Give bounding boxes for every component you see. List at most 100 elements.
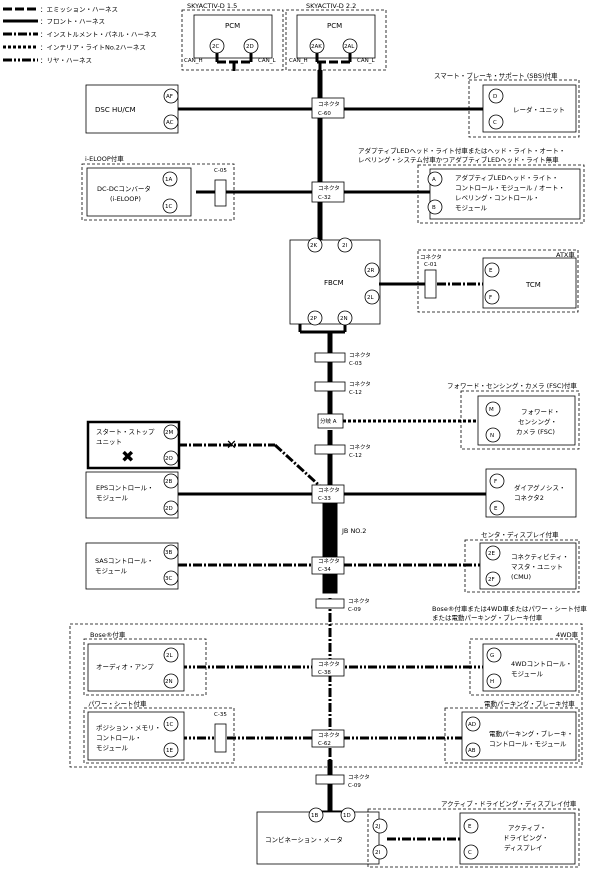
- connector-c09b: [315, 774, 345, 785]
- adisp-box: [459, 812, 576, 865]
- pcm1-title: SKYACTIV-D 1.5: [187, 2, 237, 10]
- label-tcm-pin1: E: [489, 268, 493, 274]
- label-diag-n2: コネクタ2: [514, 493, 544, 502]
- label-connector_label: コネクタ: [348, 773, 370, 781]
- label-fsc-pin2: N: [490, 433, 494, 439]
- connector-c33: [311, 484, 345, 504]
- label-cmu-n3: (CMU): [511, 573, 531, 581]
- pcm2-pin-l: 2AK: [311, 44, 322, 50]
- fbcm-box: [289, 239, 381, 325]
- label-sas-n2: モジュール: [95, 567, 128, 575]
- label-amp-pin2: 2N: [165, 679, 173, 685]
- label-meter-pin2: 1D: [343, 813, 351, 819]
- label-amp-pin1: 2L: [166, 653, 173, 659]
- label-awd-n1: 4WDコントロール・: [511, 660, 572, 668]
- meter-name: コンビネーション・メータ: [265, 835, 343, 844]
- label-meter-pin4: 2I: [375, 850, 380, 856]
- label-eps-pin1: 2B: [165, 479, 172, 485]
- sbs-title: スマート・ブレーキ・サポート (SBS)付車: [434, 71, 558, 80]
- connector-c35: [214, 723, 227, 753]
- row-c32: i-ELOOP付車 DC-DCコンバータ (i-ELOOP) 1A 1C C-0…: [81, 146, 585, 224]
- label-connectors-c32: C-32: [318, 195, 331, 201]
- label-fbcm-pin_rt: 2R: [367, 268, 374, 274]
- label-connector_label: コネクタ: [349, 443, 371, 451]
- label-led-n2: コントロール・モジュール / オート・: [455, 184, 565, 192]
- label-connector_label: コネクタ: [318, 557, 340, 565]
- pcm1-name: PCM: [225, 22, 240, 30]
- label-fsc-pin1: M: [489, 407, 494, 413]
- label-cmu-pin2: 2F: [488, 577, 495, 583]
- label-led-n4: モジュール: [455, 204, 488, 212]
- label-eps-n1: EPSコントロール・: [96, 484, 154, 492]
- epb-title: 電動パーキング・ブレーキ付車: [484, 699, 575, 708]
- row-meter: コネクタ C-09 コンビネーション・メータ 1B 1D 2J 2I アクティブ…: [256, 773, 580, 868]
- label-connector_label: コネクタ: [348, 597, 370, 605]
- connector-c01: [424, 269, 437, 299]
- connector-c03: [314, 352, 346, 363]
- label-connectors-c62: C-62: [318, 741, 331, 747]
- pcm2-can-h: CAN_H: [289, 58, 308, 64]
- legend: ：エミッション・ハーネス ：フロント・ハーネス ：インストルメント・パネル・ハー…: [3, 6, 157, 65]
- row-c33: EPSコントロール・ モジュール 2B 2D コネクタ C-33 F E ダイア…: [85, 468, 577, 535]
- label-sbs-pin1: D: [493, 94, 497, 100]
- label-seat-n1: ポジション・メモリ・: [96, 724, 161, 732]
- label-epb-pin2: AB: [468, 748, 476, 754]
- fsc-title: フォワード・センシング・カメラ (FSC)付車: [447, 381, 577, 390]
- label-connectors-c05: C-05: [214, 168, 227, 174]
- label-eloop-pin2: 1C: [165, 204, 172, 210]
- label-diag-pin2: E: [494, 506, 498, 512]
- label-seat-pin2: 1E: [166, 748, 173, 754]
- label-adisp-pin2: C: [468, 850, 472, 856]
- label-awd-pin2: H: [490, 679, 494, 685]
- rear-title-2: または電動パーキング・ブレーキ付車: [432, 613, 543, 622]
- label-fsc-n3: カメラ (FSC): [516, 428, 555, 436]
- label-tcm-pin2: F: [489, 295, 492, 301]
- label-eloop-pin1: 1A: [165, 177, 172, 183]
- label-awd-pin1: G: [490, 653, 494, 659]
- row-c38: Bose®付車 オーディオ・アンプ 2L 2N コネクタ C-38 4WD車 G…: [83, 630, 580, 696]
- legend-emission: ：エミッション・ハーネス: [40, 6, 118, 14]
- dsc-name: DSC HU/CM: [95, 106, 136, 114]
- label-connectors-c35: C-35: [214, 712, 227, 718]
- row-c34: SASコントロール・ モジュール 3B 3C コネクタ C-34 センタ・ディス…: [85, 530, 580, 593]
- label-dsc-pin2: AC: [166, 120, 174, 126]
- label-sss-pin1: 2M: [165, 430, 173, 436]
- label-connectors-c03: C-03: [349, 361, 362, 367]
- label-cmu-n2: マスタ・ユニット: [511, 562, 563, 571]
- label-sas-pin1: 3B: [165, 550, 172, 556]
- label-led-n1: アダプティブLEDヘッド・ライト・: [455, 173, 558, 182]
- label-led-pin1: A: [432, 177, 436, 183]
- label-connectors-c38: C-38: [318, 670, 331, 676]
- connector-c60: [311, 97, 345, 119]
- label-connectors-c33: C-33: [318, 496, 331, 502]
- fbcm-name: FBCM: [324, 279, 344, 287]
- label-seat-pin1: 1C: [166, 722, 173, 728]
- label-eps-pin2: 2D: [165, 506, 173, 512]
- label-led-n3: レベリング・コントロール・: [455, 193, 540, 202]
- seat-title: パワー・シート付車: [88, 699, 147, 708]
- row-c03-c12: コネクタ C-03 コネクタ C-12 分岐 A フォワード・センシング・カメラ…: [314, 351, 580, 459]
- label-connectors-c09a: C-09: [348, 607, 361, 613]
- led-box: [429, 168, 581, 220]
- label-amp-name: オーディオ・アンプ: [96, 662, 154, 671]
- pcm1-pin-l: 2C: [212, 44, 219, 50]
- cut-x-icon: ✕: [226, 438, 237, 453]
- label-connector_label: コネクタ: [318, 660, 340, 668]
- label-diag-pin1: F: [494, 479, 497, 485]
- label-meter-pin3: 2J: [375, 824, 380, 830]
- label-sas-n1: SASコントロール・: [95, 557, 153, 565]
- connector-c62: [311, 729, 345, 748]
- pcm1-pin-r: 2D: [246, 44, 254, 50]
- label-connector_label: コネクタ: [349, 380, 371, 388]
- label-connector_label: コネクタ: [318, 100, 340, 108]
- connector-c09a: [315, 598, 345, 609]
- jb-label: JB NO.2: [341, 527, 366, 535]
- label-fbcm-pin_bl: 2P: [310, 316, 317, 322]
- pcm2-title: SKYACTIV-D 2.2: [306, 2, 356, 10]
- led-title-2: レベリング・システム付車かつアダプティブLEDヘッド・ライト無車: [358, 155, 559, 164]
- label-led-pin2: B: [432, 205, 436, 211]
- label-sss-pin2: 2O: [165, 456, 173, 462]
- row-sss: スタート・ストップ ユニット ✖ 2M 2O ✕: [86, 420, 324, 490]
